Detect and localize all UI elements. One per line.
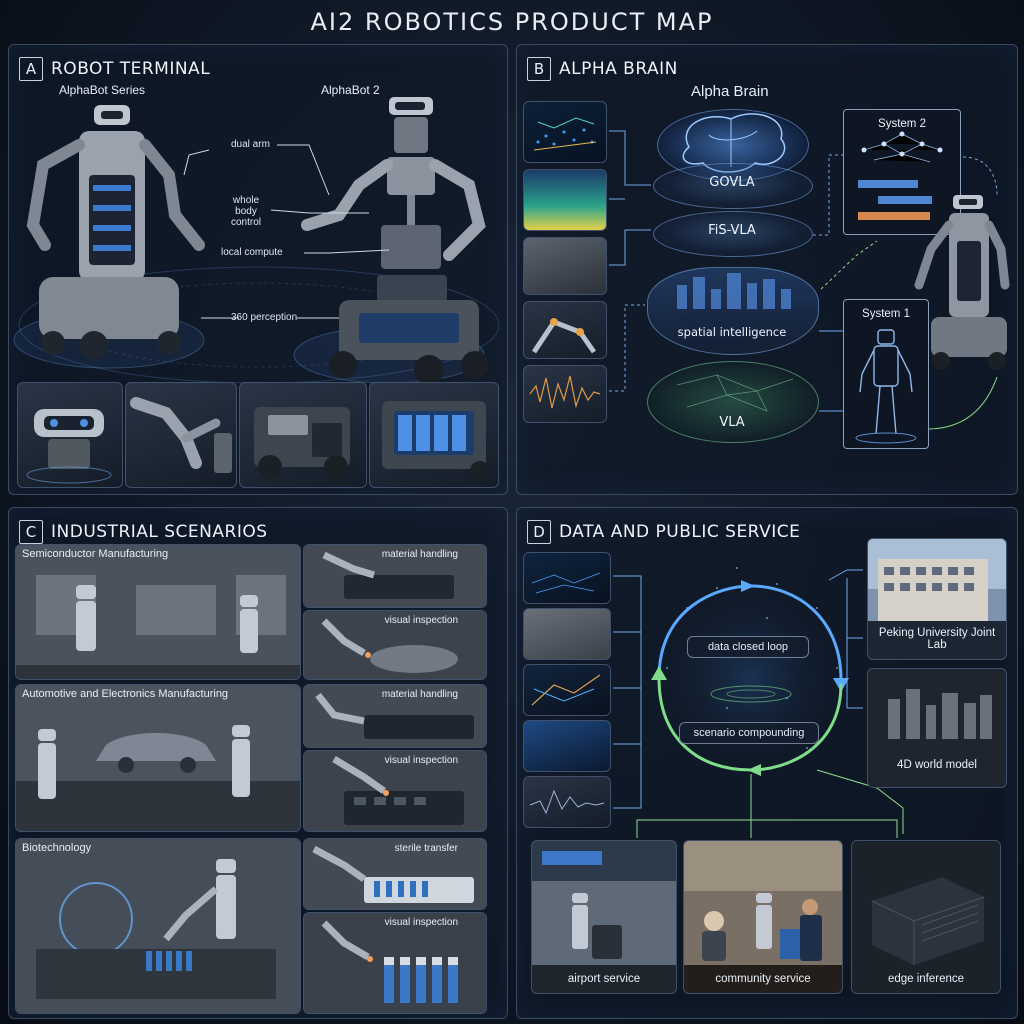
system1-label: System 1 — [862, 308, 910, 320]
loop-label-scenario-compounding: scenario compounding — [679, 722, 819, 744]
task-label: material handling — [381, 689, 458, 700]
peking-university-lab-tile: Peking University Joint Lab — [867, 538, 1007, 660]
service-tile-airport: airport service — [531, 840, 677, 994]
task-tile-visual-inspection: visual inspection — [303, 610, 487, 680]
world-model-label: 4D world model — [897, 759, 977, 771]
lab-label: Peking University Joint Lab — [878, 627, 996, 651]
input-thumb-heatmap — [523, 169, 607, 231]
task-tile-material-handling: material handling — [303, 684, 487, 748]
input-thumb-factory — [523, 237, 607, 295]
series-label: AlphaBot Series — [59, 83, 146, 97]
scenario-label: Semiconductor Manufacturing — [22, 548, 169, 560]
layer-label-fis-vla: FiS-VLA — [708, 223, 756, 238]
layer-label-vla: VLA — [719, 415, 745, 430]
panel-data-public-service: D DATA AND PUBLIC SERVICE — [516, 507, 1018, 1019]
panel-title: ALPHA BRAIN — [559, 59, 678, 79]
service-tile-community: community service — [683, 840, 843, 994]
service-label: edge inference — [887, 973, 965, 985]
scenario-label: Biotechnology — [22, 842, 92, 854]
panel-title: ROBOT TERMINAL — [51, 59, 211, 79]
task-tile-visual-inspection: visual inspection — [303, 912, 487, 1014]
loop-label-data-closed-loop: data closed loop — [687, 636, 809, 658]
brain-connectors — [609, 130, 998, 430]
data-thumb-pointcloud — [523, 552, 611, 604]
task-tile-material-handling: material handling — [303, 544, 487, 608]
task-label: visual inspection — [384, 755, 458, 766]
scenario-tile-semiconductor: Semiconductor Manufacturing — [15, 544, 301, 680]
input-thumb-pointcloud — [523, 101, 607, 163]
layer-disc-govla — [653, 163, 813, 209]
service-label: community service — [715, 973, 811, 985]
panel-letter: D — [527, 520, 551, 544]
model-label: AlphaBot 2 — [321, 83, 380, 97]
system2-label: System 2 — [878, 118, 926, 130]
panel-letter: C — [19, 520, 43, 544]
page-title: AI2 ROBOTICS PRODUCT MAP — [310, 8, 714, 36]
brain-robot-icon — [914, 195, 1010, 370]
panel-letter: A — [19, 57, 43, 81]
detail-tile-compute — [239, 382, 367, 488]
task-label: material handling — [381, 549, 458, 560]
callout-360-perception: 360 perception — [231, 312, 298, 323]
layer-label-spatial-intelligence: spatial intelligence — [677, 325, 787, 339]
scenario-tile-automotive: Automotive and Electronics Manufacturing — [15, 684, 301, 832]
layer-label-govla: GOVLA — [709, 175, 755, 190]
detail-tile-battery — [369, 382, 499, 488]
panel-letter: B — [527, 57, 551, 81]
data-thumb-signal — [523, 776, 611, 828]
input-thumb-robot-arm — [523, 301, 607, 359]
planning-graph-icon — [858, 131, 943, 220]
service-label: airport service — [567, 973, 641, 985]
panel-title: INDUSTRIAL SCENARIOS — [51, 522, 268, 542]
callout-whole-body-control: whole body control — [230, 195, 261, 228]
task-label: visual inspection — [384, 615, 458, 626]
brain-label: Alpha Brain — [691, 83, 769, 100]
data-thumb-tiles — [523, 720, 611, 772]
panel-industrial-scenarios: C INDUSTRIAL SCENARIOS Semiconductor Man… — [8, 507, 508, 1019]
task-label: visual inspection — [384, 917, 458, 928]
callout-lines — [183, 144, 390, 319]
data-thumb-robots — [523, 608, 611, 660]
callout-dual-arm: dual arm — [231, 139, 270, 150]
system1-box: System 1 — [843, 299, 929, 449]
scenario-tile-biotechnology: Biotechnology — [15, 838, 301, 1014]
detail-tile-gripper — [125, 382, 237, 488]
callout-local-compute: local compute — [221, 247, 283, 258]
scenario-label: Automotive and Electronics Manufacturing — [22, 688, 229, 700]
humanoid-wireframe-icon — [855, 329, 917, 444]
panel-alpha-brain: B ALPHA BRAIN Alpha Brain GOVLA FiS-VLA … — [516, 44, 1018, 495]
input-thumb-audio-wave — [523, 365, 607, 423]
panel-robot-terminal: A ROBOT TERMINAL AlphaBot Series AlphaBo… — [8, 44, 508, 495]
vla-network-icon — [676, 374, 794, 412]
system2-box: System 2 — [843, 109, 961, 235]
alphabot-robot-icon — [26, 105, 205, 359]
data-thumb-trajectory — [523, 664, 611, 716]
alphabot2-robot-icon — [301, 97, 489, 385]
layer-disc-fis-vla — [653, 211, 813, 257]
task-label: sterile transfer — [394, 843, 458, 854]
panel-title: DATA AND PUBLIC SERVICE — [559, 522, 801, 542]
detail-tile-head-sensor — [17, 382, 123, 488]
task-tile-sterile-transfer: sterile transfer — [303, 838, 487, 910]
service-tile-edge-inference: edge inference — [851, 840, 1001, 994]
task-tile-visual-inspection: visual inspection — [303, 750, 487, 832]
brain-icon — [682, 113, 786, 173]
city-grid-icon — [677, 273, 791, 309]
layer-disc-vla — [647, 361, 819, 443]
world-model-tile: 4D world model — [867, 668, 1007, 788]
